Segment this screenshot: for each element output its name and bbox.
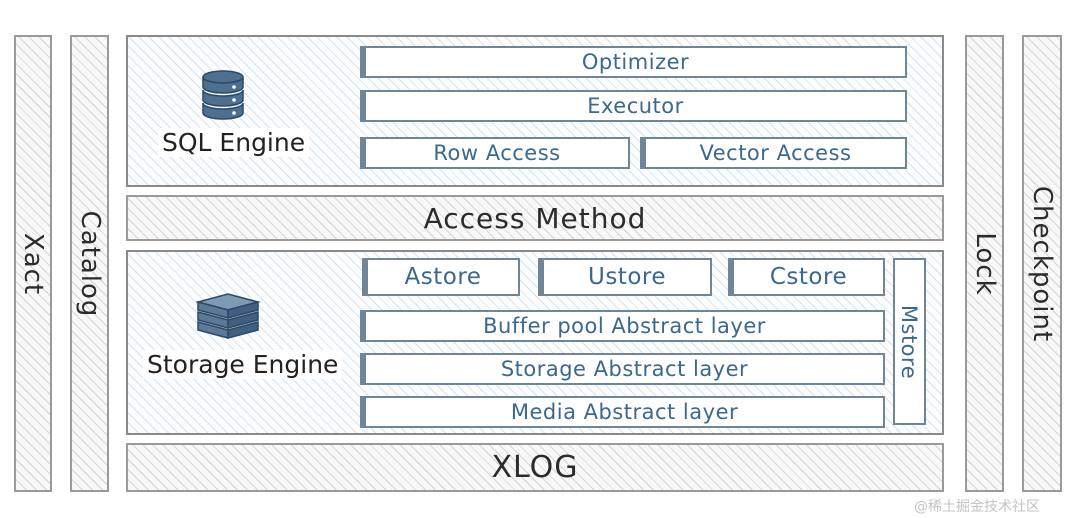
vector-access-box: Vector Access bbox=[640, 137, 907, 169]
sql-engine-label: SQL Engine bbox=[158, 128, 310, 157]
row-access-box: Row Access bbox=[360, 137, 630, 169]
optimizer-box: Optimizer bbox=[360, 46, 907, 78]
cstore-box: Cstore bbox=[728, 258, 885, 296]
database-icon bbox=[196, 68, 250, 122]
executor-box: Executor bbox=[360, 90, 907, 122]
access-method-bar: Access Method bbox=[126, 195, 944, 241]
mstore-box: Mstore bbox=[893, 258, 926, 425]
storage-engine-label: Storage Engine bbox=[143, 350, 343, 379]
lock-label: Lock bbox=[969, 231, 1000, 296]
watermark-text: @稀土掘金技术社区 bbox=[914, 499, 1040, 515]
lock-column: Lock bbox=[965, 35, 1004, 492]
checkpoint-column: Checkpoint bbox=[1022, 35, 1062, 492]
catalog-column: Catalog bbox=[70, 35, 109, 492]
storage-abstract-layer: Storage Abstract layer bbox=[360, 353, 885, 385]
media-abstract-layer: Media Abstract layer bbox=[360, 396, 885, 428]
xlog-bar: XLOG bbox=[126, 443, 944, 492]
astore-box: Astore bbox=[362, 258, 520, 296]
server-stack-icon bbox=[192, 290, 264, 340]
checkpoint-label: Checkpoint bbox=[1027, 185, 1057, 342]
ustore-box: Ustore bbox=[538, 258, 712, 296]
buffer-pool-layer: Buffer pool Abstract layer bbox=[360, 310, 885, 342]
xact-label: Xact bbox=[18, 232, 48, 295]
xact-column: Xact bbox=[14, 35, 52, 492]
catalog-label: Catalog bbox=[74, 210, 105, 317]
mstore-label: Mstore bbox=[897, 304, 922, 379]
